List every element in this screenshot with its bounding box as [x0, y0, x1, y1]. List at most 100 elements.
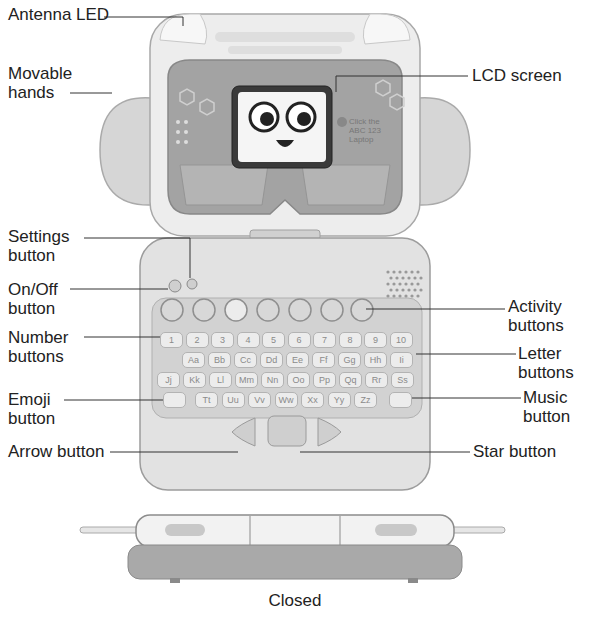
speaker-hole — [392, 270, 395, 273]
speaker-hole — [392, 294, 395, 297]
lid-band — [215, 32, 355, 42]
right-hand — [418, 98, 470, 205]
cheek-panel — [180, 165, 268, 205]
callout-label: Antenna LED — [8, 5, 109, 24]
emoji-button — [163, 392, 186, 408]
letter-key: Cc — [234, 352, 257, 368]
letter-key: Nn — [261, 372, 284, 388]
pupil — [260, 112, 274, 126]
settings-button — [187, 279, 197, 289]
callout-label: Arrow button — [8, 442, 104, 461]
lid — [150, 14, 420, 236]
speaker-hole — [398, 270, 401, 273]
letter-key: Ww — [275, 392, 298, 408]
pupil — [297, 112, 311, 126]
hexagon — [200, 99, 214, 115]
product-name: Click the ABC 123 Laptop — [349, 117, 393, 144]
eye — [250, 103, 278, 131]
letter-key: Jj — [157, 372, 180, 388]
closed-seam — [250, 516, 251, 546]
callout-label: Star button — [473, 442, 556, 461]
activity-button — [289, 299, 311, 321]
callout-label: Movable hands — [8, 64, 103, 102]
activity-buttons — [161, 299, 373, 321]
letter-key: Gg — [338, 352, 361, 368]
foot — [170, 578, 180, 583]
letter-key: Aa — [182, 352, 205, 368]
letter-key: Uu — [222, 392, 245, 408]
number-key: 8 — [339, 332, 362, 348]
letter-key: Oo — [287, 372, 310, 388]
leader-lines — [64, 17, 521, 452]
speaker-hole — [410, 282, 413, 285]
letter-key: Dd — [260, 352, 283, 368]
closed-lid — [136, 515, 454, 547]
activity-button — [321, 299, 343, 321]
lid-band — [228, 46, 342, 54]
dot — [176, 120, 180, 124]
number-key: 6 — [288, 332, 311, 348]
speaker-hole — [416, 294, 419, 297]
lcd-frame — [232, 86, 332, 168]
speaker-hole — [416, 282, 419, 285]
callout-label: Letter buttons — [518, 344, 590, 382]
speaker-hole — [404, 282, 407, 285]
closed-base — [128, 545, 462, 579]
closed-pad — [165, 524, 205, 536]
antenna-right — [363, 14, 410, 44]
left-hand — [100, 98, 152, 205]
speaker-hole — [413, 288, 416, 291]
activity-button — [225, 299, 247, 321]
activity-button — [351, 299, 373, 321]
letter-key: Tt — [195, 392, 218, 408]
speaker-hole — [410, 270, 413, 273]
activity-button — [193, 299, 215, 321]
speaker-hole — [386, 282, 389, 285]
activity-button — [161, 299, 183, 321]
star-button — [268, 416, 306, 446]
speaker-hole — [413, 276, 416, 279]
callout-label: Closed — [255, 591, 335, 610]
callout-label: Music button — [523, 388, 590, 426]
dot — [184, 120, 188, 124]
number-key: 4 — [237, 332, 260, 348]
arrow-button — [232, 418, 255, 446]
speaker-hole — [392, 282, 395, 285]
speaker-hole — [398, 282, 401, 285]
speaker-hole — [419, 276, 422, 279]
dot — [184, 140, 188, 144]
number-key: 10 — [390, 332, 413, 348]
keyboard-panel — [152, 298, 422, 418]
letter-key: Hh — [364, 352, 387, 368]
callout-label: Activity buttons — [508, 297, 590, 335]
letter-key: Zz — [354, 392, 377, 408]
letter-key: Bb — [208, 352, 231, 368]
music-button — [389, 392, 412, 408]
speaker-hole — [395, 276, 398, 279]
foot — [408, 578, 418, 583]
number-key: 9 — [364, 332, 387, 348]
letter-key: Rr — [365, 372, 388, 388]
speaker — [386, 270, 422, 297]
letter-key: Vv — [248, 392, 271, 408]
speaker-hole — [398, 294, 401, 297]
hexagon — [180, 89, 194, 105]
speaker-hole — [407, 276, 410, 279]
dot — [176, 140, 180, 144]
letter-key: Mm — [235, 372, 258, 388]
speaker-hole — [386, 294, 389, 297]
number-key: 2 — [186, 332, 209, 348]
cheek-panel — [302, 165, 390, 205]
speaker-hole — [416, 270, 419, 273]
closed-pad — [375, 524, 417, 536]
dot — [176, 130, 180, 134]
letter-key: Kk — [183, 372, 206, 388]
speaker-hole — [401, 276, 404, 279]
letter-key: Ii — [390, 352, 413, 368]
callout-label: LCD screen — [472, 66, 562, 85]
speaker-hole — [404, 270, 407, 273]
number-key: 5 — [262, 332, 285, 348]
letter-key: Ss — [391, 372, 414, 388]
